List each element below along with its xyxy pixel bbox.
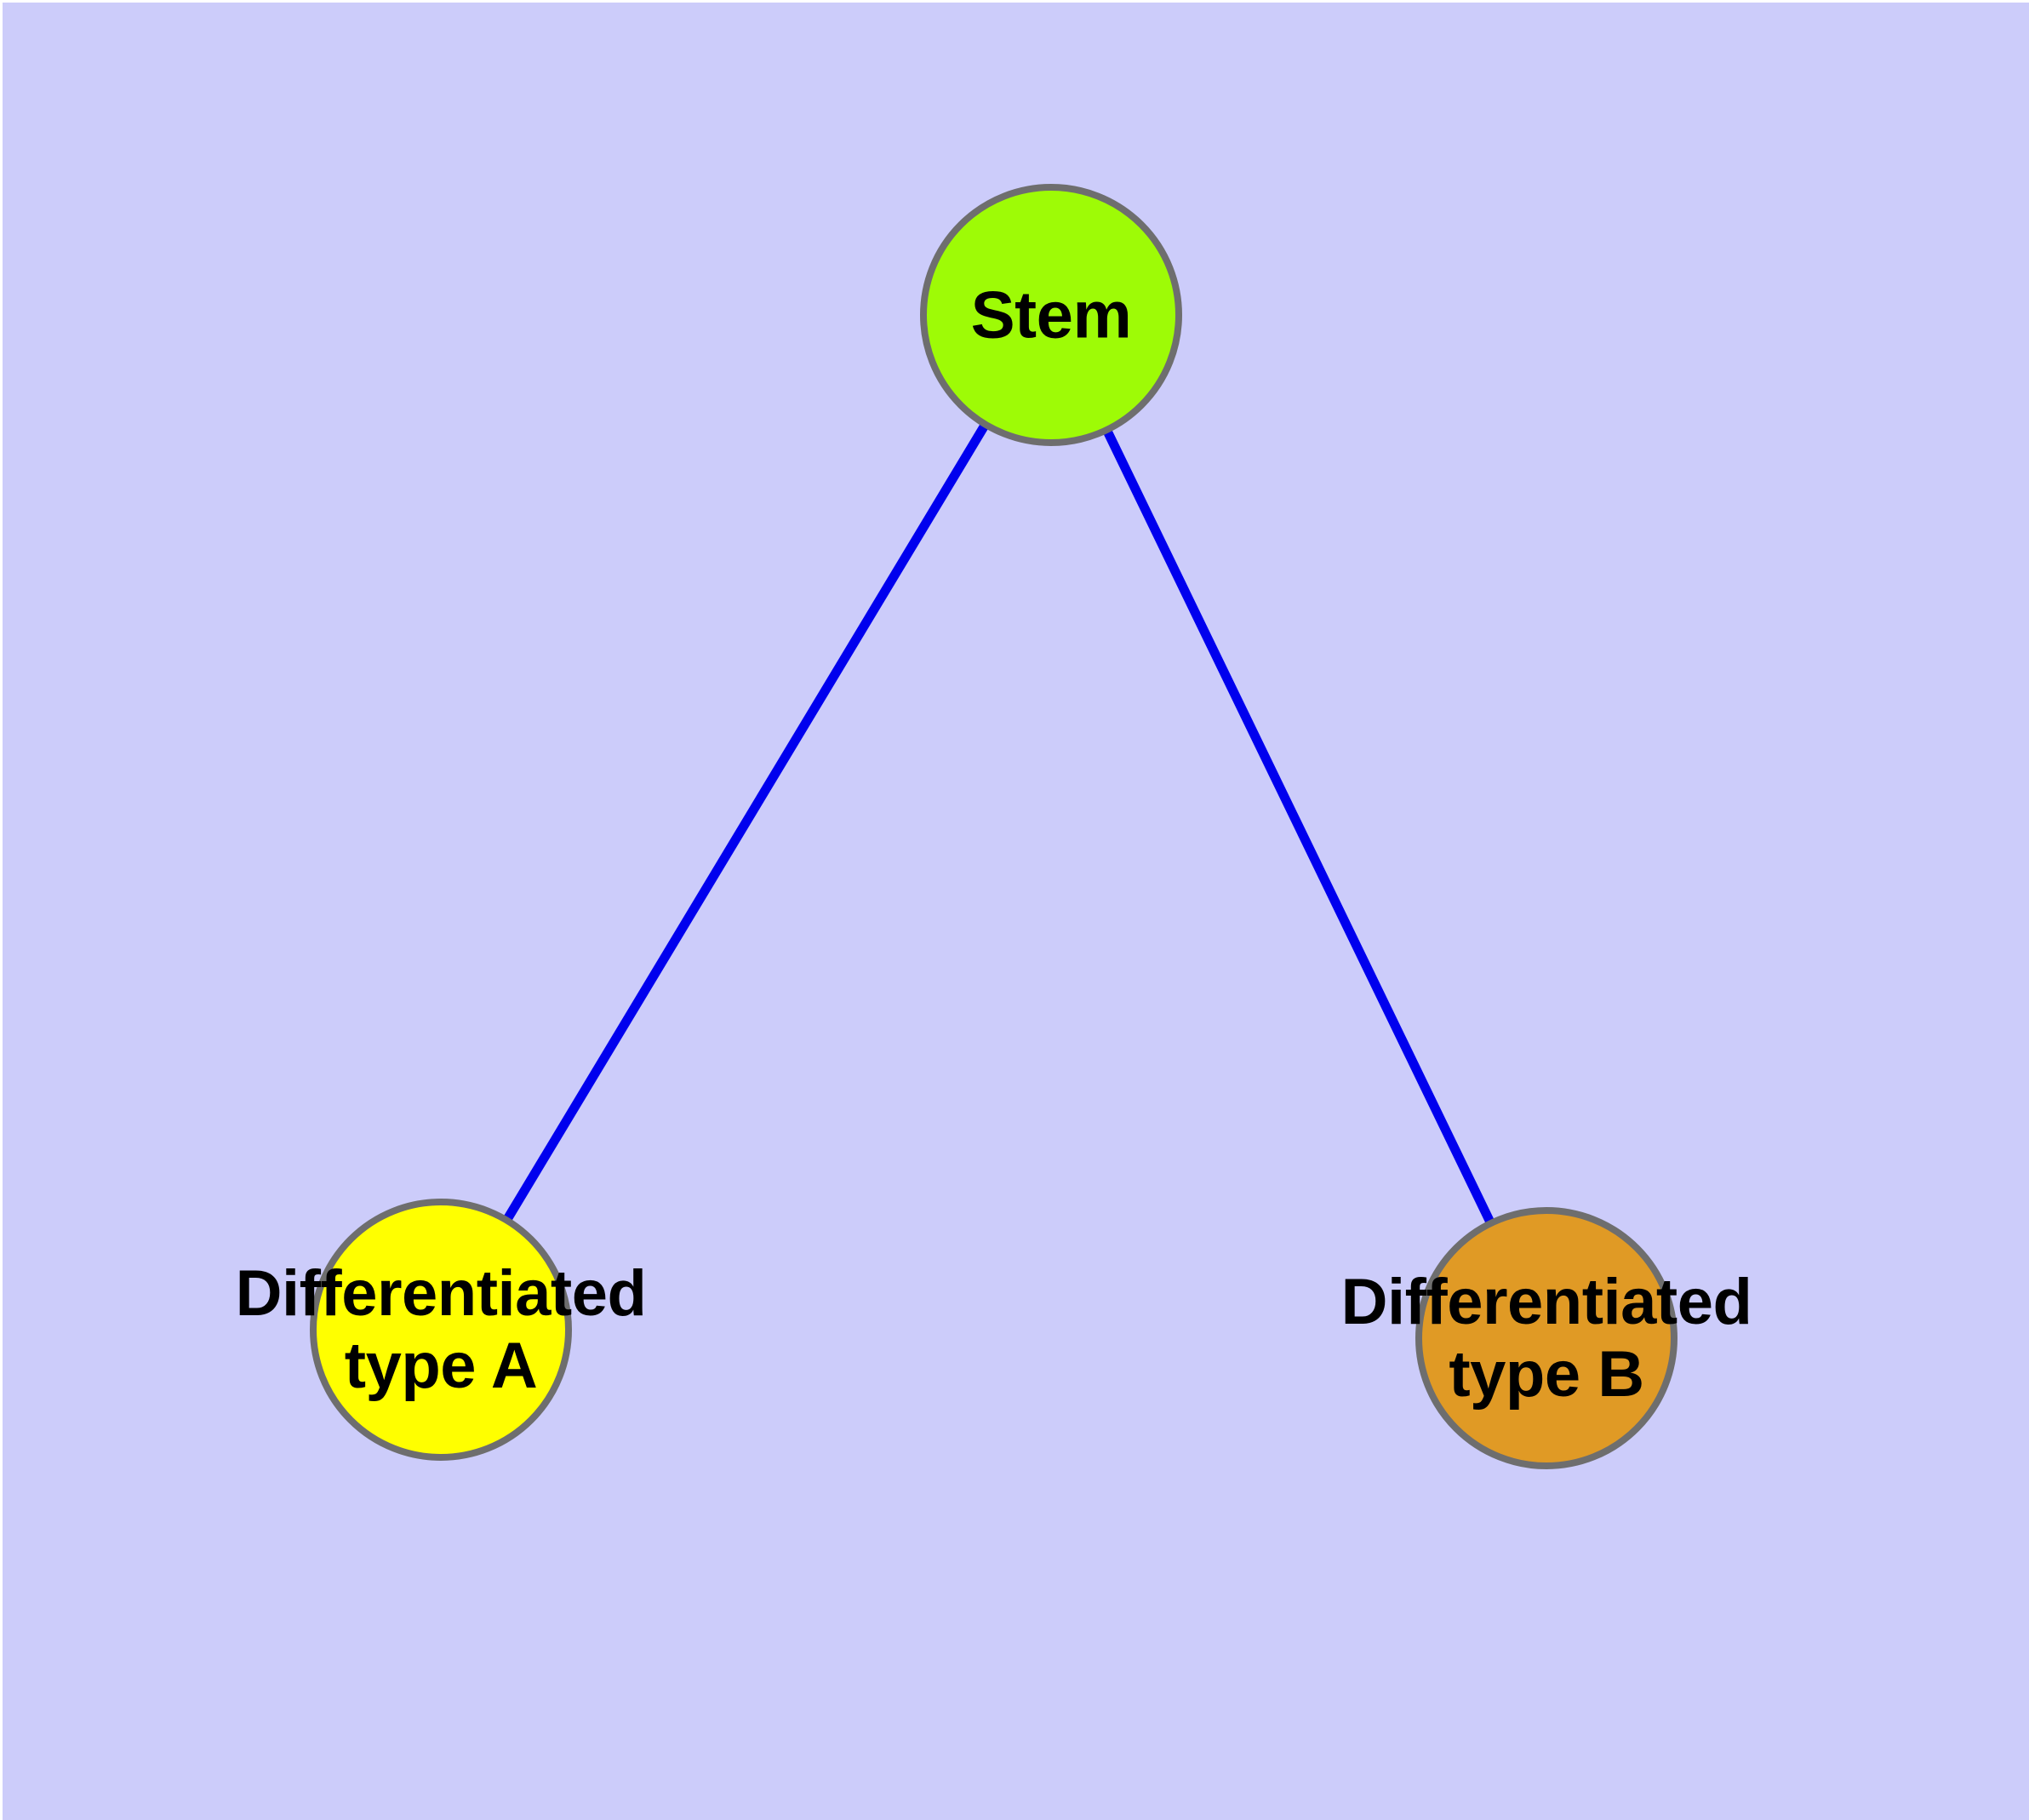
graph-node-stem[interactable]	[920, 184, 1182, 446]
edge-layer	[500, 419, 1497, 1228]
graph-node-diff_b[interactable]	[1415, 1207, 1677, 1469]
graph-edge	[500, 419, 992, 1226]
node-layer	[310, 184, 1677, 1469]
graph-node-diff_a[interactable]	[310, 1199, 572, 1461]
graph-edge	[1100, 425, 1497, 1228]
